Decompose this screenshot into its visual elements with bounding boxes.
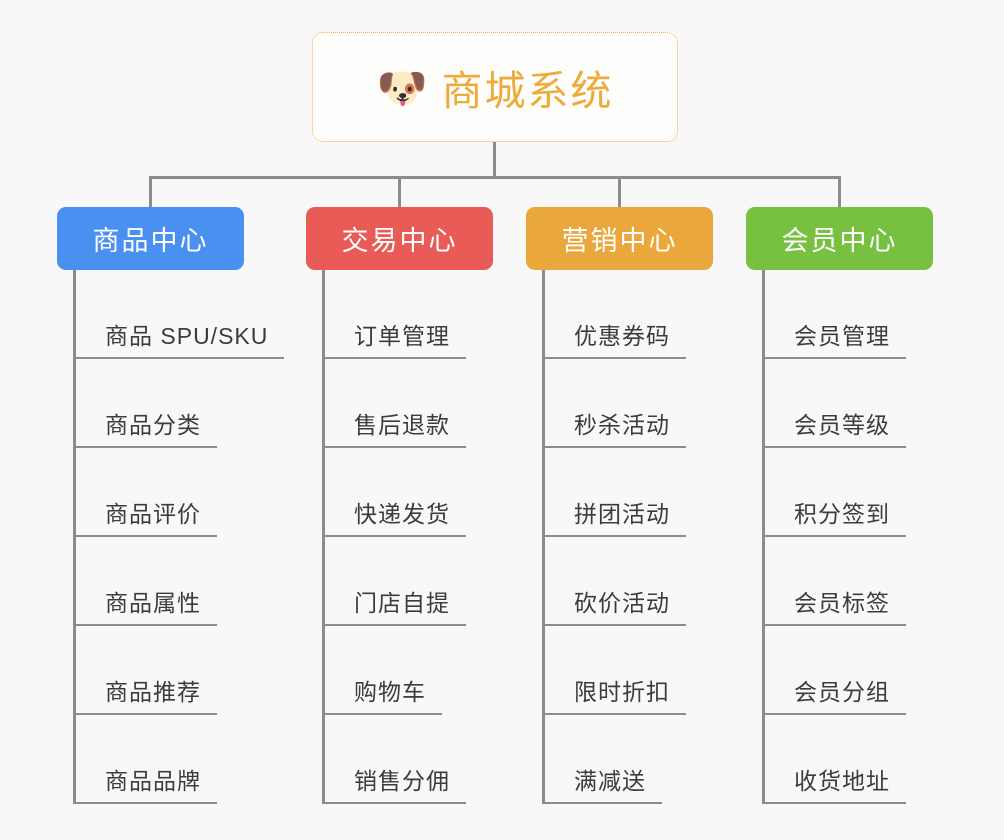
category-header-marketing-center[interactable]: 营销中心 (526, 207, 713, 270)
leaf-item-label: 限时折扣 (542, 673, 686, 715)
leaf-item[interactable]: 会员分组 (746, 626, 933, 715)
leaf-item[interactable]: 限时折扣 (526, 626, 713, 715)
leaf-item[interactable]: 订单管理 (306, 270, 493, 359)
leaf-item-label: 收货地址 (762, 762, 906, 804)
leaf-item[interactable]: 会员标签 (746, 537, 933, 626)
category-header-member-center[interactable]: 会员中心 (746, 207, 933, 270)
leaf-item[interactable]: 售后退款 (306, 359, 493, 448)
leaf-item-label: 会员管理 (762, 317, 906, 359)
leaf-item[interactable]: 商品属性 (57, 537, 244, 626)
leaf-item[interactable]: 门店自提 (306, 537, 493, 626)
connector-drop-marketing-center (618, 176, 621, 208)
leaf-item[interactable]: 商品分类 (57, 359, 244, 448)
category-header-label: 会员中心 (781, 226, 898, 256)
leaf-item-label: 商品评价 (73, 495, 217, 537)
leaf-item[interactable]: 商品评价 (57, 448, 244, 537)
leaf-list-trade-center: 订单管理售后退款快递发货门店自提购物车销售分佣 (306, 270, 493, 804)
leaf-item-label: 售后退款 (322, 406, 466, 448)
leaf-item-label: 拼团活动 (542, 495, 686, 537)
leaf-item[interactable]: 积分签到 (746, 448, 933, 537)
connector-spine-trade-center (322, 270, 325, 804)
leaf-item-label: 销售分佣 (322, 762, 466, 804)
column-trade-center: 交易中心订单管理售后退款快递发货门店自提购物车销售分佣 (306, 207, 493, 804)
leaf-item-label: 商品品牌 (73, 762, 217, 804)
leaf-list-product-center: 商品 SPU/SKU 商品分类商品评价商品属性商品推荐商品品牌 (57, 270, 285, 804)
leaf-item-label: 积分签到 (762, 495, 906, 537)
column-product-center: 商品中心商品 SPU/SKU 商品分类商品评价商品属性商品推荐商品品牌 (57, 207, 285, 804)
connector-drop-product-center (149, 176, 152, 208)
leaf-item-label: 门店自提 (322, 584, 466, 626)
category-header-label: 交易中心 (341, 226, 458, 256)
leaf-item-label: 优惠券码 (542, 317, 686, 359)
column-member-center: 会员中心会员管理会员等级积分签到会员标签会员分组收货地址 (746, 207, 933, 804)
leaf-item[interactable]: 会员等级 (746, 359, 933, 448)
connector-root-stem (493, 142, 496, 178)
category-header-product-center[interactable]: 商品中心 (57, 207, 244, 270)
leaf-item[interactable]: 秒杀活动 (526, 359, 713, 448)
leaf-item-label: 会员标签 (762, 584, 906, 626)
root-node-shop-system[interactable]: 🐶 商城系统 (312, 32, 678, 142)
leaf-item[interactable]: 优惠券码 (526, 270, 713, 359)
column-marketing-center: 营销中心优惠券码秒杀活动拼团活动砍价活动限时折扣满减送 (526, 207, 713, 804)
category-header-label: 商品中心 (92, 226, 209, 256)
leaf-item-label: 商品属性 (73, 584, 217, 626)
leaf-item[interactable]: 会员管理 (746, 270, 933, 359)
category-header-trade-center[interactable]: 交易中心 (306, 207, 493, 270)
leaf-item[interactable]: 购物车 (306, 626, 493, 715)
leaf-item-label: 会员分组 (762, 673, 906, 715)
connector-spine-member-center (762, 270, 765, 804)
leaf-item-label: 购物车 (322, 673, 442, 715)
leaf-item-label: 商品推荐 (73, 673, 217, 715)
root-node-title: 商城系统 (441, 68, 614, 114)
category-header-label: 营销中心 (561, 226, 678, 256)
leaf-item[interactable]: 拼团活动 (526, 448, 713, 537)
connector-spine-product-center (73, 270, 76, 804)
leaf-item-label: 满减送 (542, 762, 662, 804)
leaf-item[interactable]: 销售分佣 (306, 715, 493, 804)
leaf-item[interactable]: 满减送 (526, 715, 713, 804)
leaf-item[interactable]: 商品推荐 (57, 626, 244, 715)
leaf-item-label: 快递发货 (322, 495, 466, 537)
leaf-item-label: 商品分类 (73, 406, 217, 448)
leaf-item-label: 秒杀活动 (542, 406, 686, 448)
leaf-item[interactable]: 商品 SPU/SKU (57, 270, 285, 359)
leaf-list-member-center: 会员管理会员等级积分签到会员标签会员分组收货地址 (746, 270, 933, 804)
dog-face-icon: 🐶 (376, 64, 428, 111)
connector-spine-marketing-center (542, 270, 545, 804)
connector-horizontal-bus (149, 176, 840, 179)
leaf-item-label: 会员等级 (762, 406, 906, 448)
leaf-item-label: 订单管理 (322, 317, 466, 359)
leaf-item-label: 商品 SPU/SKU (73, 317, 285, 359)
leaf-item[interactable]: 商品品牌 (57, 715, 244, 804)
leaf-list-marketing-center: 优惠券码秒杀活动拼团活动砍价活动限时折扣满减送 (526, 270, 713, 804)
leaf-item[interactable]: 砍价活动 (526, 537, 713, 626)
leaf-item[interactable]: 收货地址 (746, 715, 933, 804)
leaf-item[interactable]: 快递发货 (306, 448, 493, 537)
leaf-item-label: 砍价活动 (542, 584, 686, 626)
connector-drop-member-center (838, 176, 841, 208)
connector-drop-trade-center (398, 176, 401, 208)
